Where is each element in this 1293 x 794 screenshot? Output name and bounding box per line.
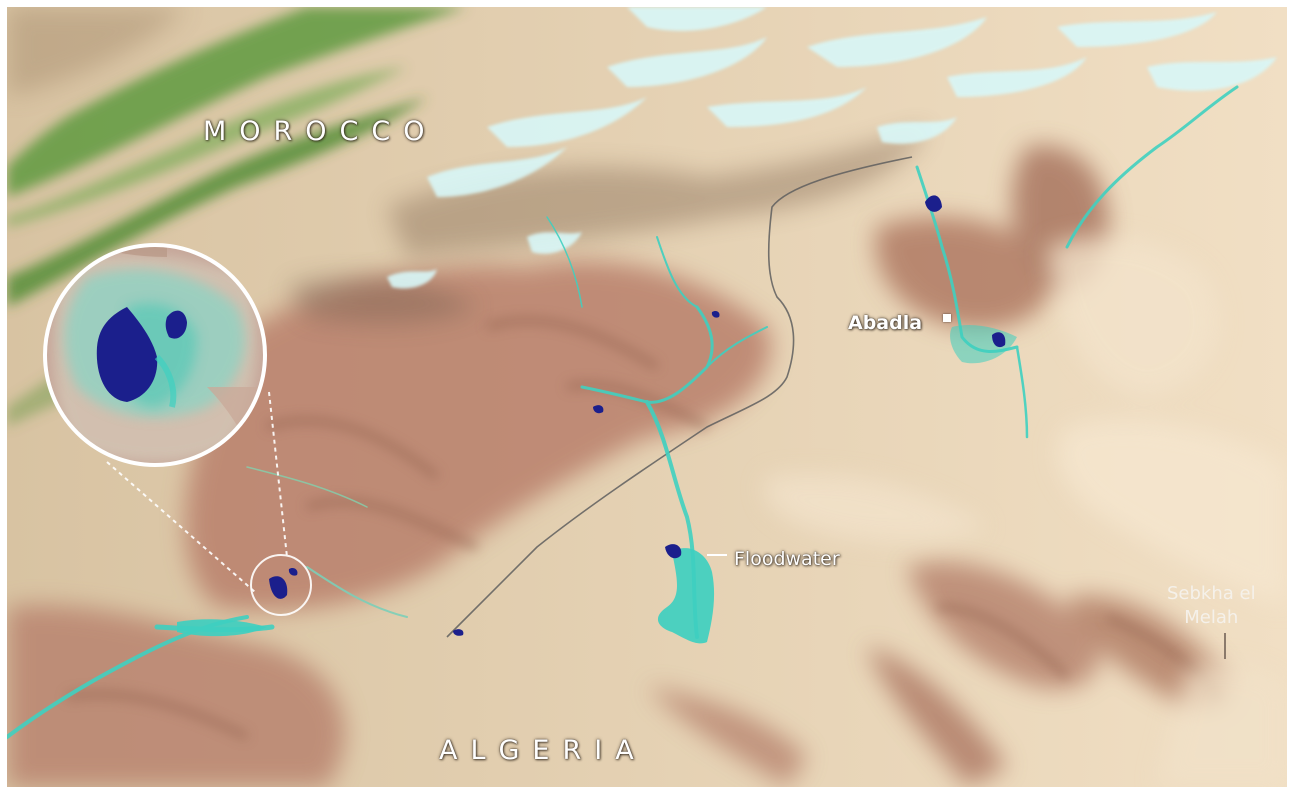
country-label-algeria: ALGERIA [439,735,647,766]
mountain-shading [7,7,927,324]
inset-leader-lines [106,391,288,593]
satellite-map[interactable]: MOROCCO ALGERIA Abadla Floodwater Sebkha… [7,7,1287,787]
zoom-inset [45,245,265,465]
location-circle [250,554,312,616]
map-imagery [7,7,1287,787]
rock-details [66,317,1220,741]
floodwater-lakes [177,325,1017,644]
border-line [446,156,913,638]
snow-cover [387,7,1277,289]
dune-field [764,237,1287,787]
floodwater-label: Floodwater [734,548,840,570]
deep-water [269,195,1006,636]
zoom-inset-border [43,243,267,467]
town-label-abadla: Abadla [848,312,923,334]
sebkha-el-melah-label: Sebkha el Melah [1167,582,1256,630]
sebkha-label-line2: Melah [1184,607,1239,628]
sebkha-label-line1: Sebkha el [1167,583,1256,604]
abadla-town-marker [943,314,951,322]
country-label-morocco: MOROCCO [203,116,438,147]
